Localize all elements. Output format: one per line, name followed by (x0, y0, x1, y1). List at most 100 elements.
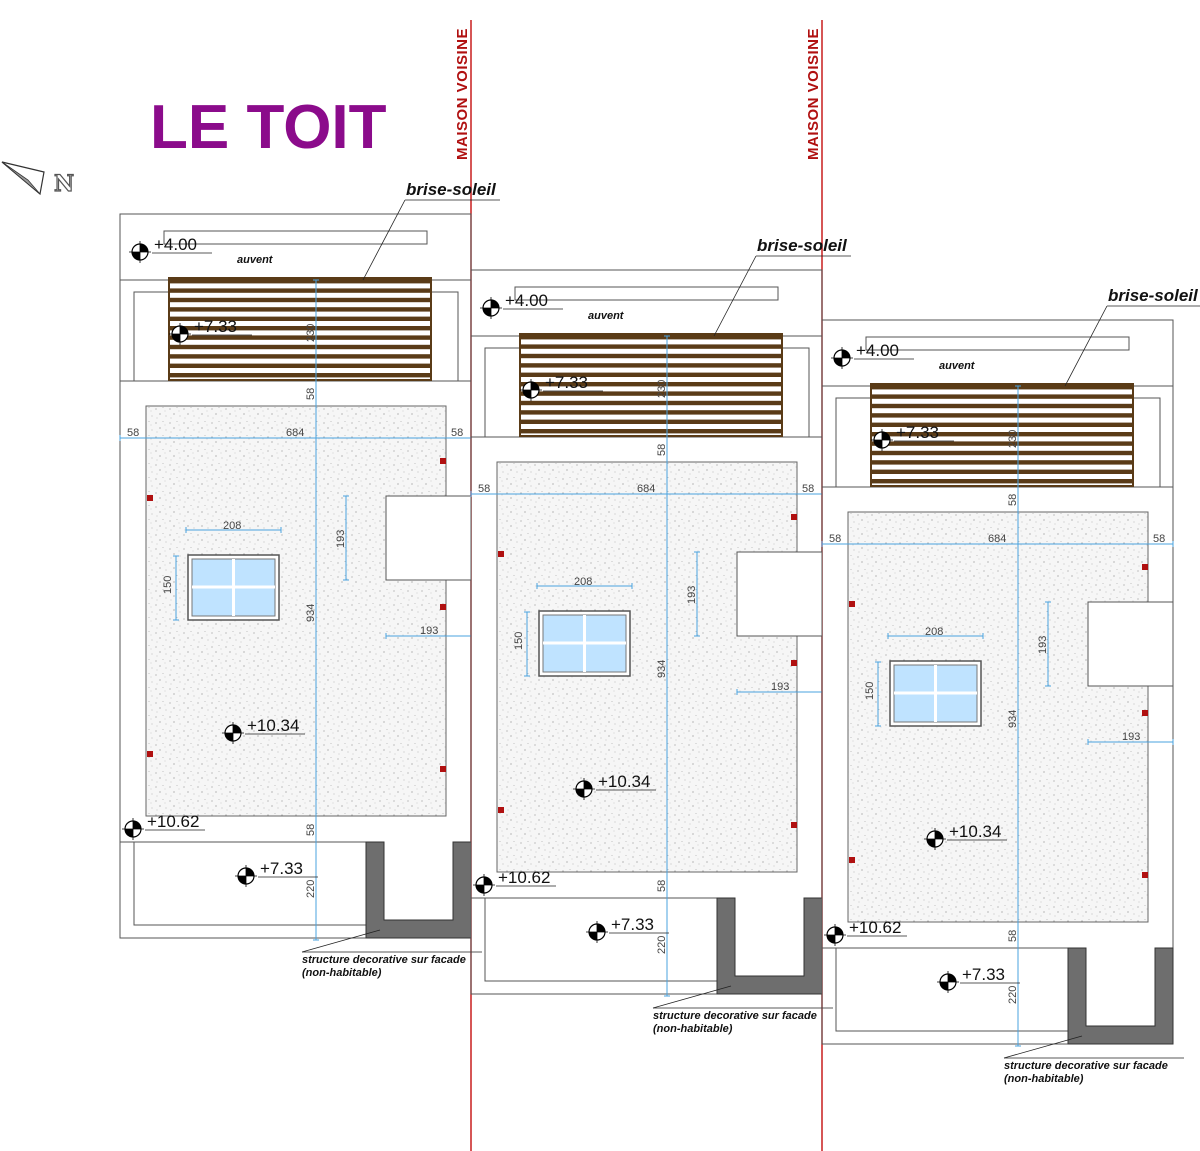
dim-684: 684 (637, 483, 655, 495)
elevation-marker-icon (824, 924, 846, 946)
dim-193-horizontal: 193 (420, 625, 438, 637)
brise-soleil-label: brise-soleil (406, 180, 497, 199)
dim-58-right: 58 (802, 483, 814, 495)
elevation-label: +7.33 (611, 915, 654, 934)
skylight-window (538, 610, 631, 677)
dim-58-top: 58 (305, 388, 317, 400)
drain-marker (1142, 710, 1148, 716)
structure-label-note: (non-habitable) (302, 967, 382, 979)
brise-soleil (168, 277, 432, 381)
roof-volume (1087, 601, 1174, 687)
elevation-marker-icon (573, 778, 595, 800)
auvent-bar (163, 230, 428, 245)
drain-marker (147, 751, 153, 757)
dim-193-vertical: 193 (1037, 636, 1049, 654)
brise-soleil (519, 333, 783, 437)
auvent-label: auvent (588, 310, 625, 322)
brise-soleil-label: brise-soleil (757, 236, 848, 255)
auvent-label: auvent (939, 360, 976, 372)
structure-label-note: (non-habitable) (653, 1023, 733, 1035)
dim-220: 220 (656, 936, 668, 954)
dim-208: 208 (223, 520, 241, 532)
dim-193-vertical: 193 (686, 586, 698, 604)
roof-volume (385, 495, 472, 581)
elevation-label: +7.33 (545, 373, 588, 392)
elevation-label: +7.33 (962, 965, 1005, 984)
dim-193-horizontal: 193 (771, 681, 789, 693)
dim-58-left: 58 (829, 533, 841, 545)
dim-934: 934 (305, 604, 317, 622)
elevation-label: +10.34 (598, 772, 650, 791)
dim-58-top: 58 (1007, 494, 1019, 506)
skylight-window (187, 554, 280, 621)
dim-58-right: 58 (451, 427, 463, 439)
elevation-marker-icon (831, 347, 853, 369)
elevation-marker-icon (520, 379, 542, 401)
elevation-marker-icon (480, 297, 502, 319)
dim-58-left: 58 (127, 427, 139, 439)
drain-marker (498, 551, 504, 557)
structure-label: structure decorative sur facade (1004, 1060, 1168, 1072)
elevation-label: +10.62 (147, 812, 199, 831)
dim-208: 208 (574, 576, 592, 588)
dim-230: 230 (1007, 430, 1019, 448)
dim-58-left: 58 (478, 483, 490, 495)
north-arrow: N (1, 161, 75, 198)
elevation-label: +4.00 (154, 235, 197, 254)
drain-marker (849, 601, 855, 607)
dim-220: 220 (305, 880, 317, 898)
elevation-marker-icon (169, 323, 191, 345)
dim-58-bottom: 58 (656, 880, 668, 892)
dim-150: 150 (864, 682, 876, 700)
elevation-label: +7.33 (260, 859, 303, 878)
neighbor-label-1: MAISON VOISINE (454, 28, 471, 160)
neighbor-label-2: MAISON VOISINE (805, 28, 822, 160)
page-title: LE TOIT (150, 93, 387, 162)
north-label: N (54, 171, 74, 197)
elevation-label: +4.00 (505, 291, 548, 310)
decorative-structure (716, 897, 823, 995)
auvent-bar (514, 286, 779, 301)
roof-volume (736, 551, 823, 637)
elevation-marker-icon (937, 971, 959, 993)
elevation-marker-icon (924, 828, 946, 850)
dim-58-bottom: 58 (1007, 930, 1019, 942)
drain-marker (791, 514, 797, 520)
dim-230: 230 (656, 380, 668, 398)
dim-58-top: 58 (656, 444, 668, 456)
drain-marker (440, 604, 446, 610)
structure-label: structure decorative sur facade (653, 1010, 817, 1022)
dim-230: 230 (305, 324, 317, 342)
brise-soleil-label: brise-soleil (1108, 286, 1199, 305)
structure-label-note: (non-habitable) (1004, 1073, 1084, 1085)
dim-193-vertical: 193 (335, 530, 347, 548)
house-unit-3: auvent brise-soleil structure decorative s… (821, 286, 1200, 1085)
dim-220: 220 (1007, 986, 1019, 1004)
skylight-window (889, 660, 982, 727)
elevation-marker-icon (473, 874, 495, 896)
elevation-marker-icon (129, 241, 151, 263)
dim-58-right: 58 (1153, 533, 1165, 545)
drain-marker (791, 660, 797, 666)
elevation-label: +10.34 (247, 716, 299, 735)
dim-934: 934 (656, 660, 668, 678)
elevation-label: +7.33 (194, 317, 237, 336)
elevation-label: +10.62 (849, 918, 901, 937)
dim-684: 684 (988, 533, 1006, 545)
dim-684: 684 (286, 427, 304, 439)
auvent-label: auvent (237, 254, 274, 266)
drain-marker (440, 766, 446, 772)
dim-150: 150 (162, 576, 174, 594)
elevation-label: +10.34 (949, 822, 1001, 841)
drain-marker (498, 807, 504, 813)
drain-marker (1142, 872, 1148, 878)
auvent-bar (865, 336, 1130, 351)
dim-934: 934 (1007, 710, 1019, 728)
elevation-marker-icon (235, 865, 257, 887)
brise-soleil (870, 383, 1134, 487)
drain-marker (440, 458, 446, 464)
elevation-label: +10.62 (498, 868, 550, 887)
dim-150: 150 (513, 632, 525, 650)
